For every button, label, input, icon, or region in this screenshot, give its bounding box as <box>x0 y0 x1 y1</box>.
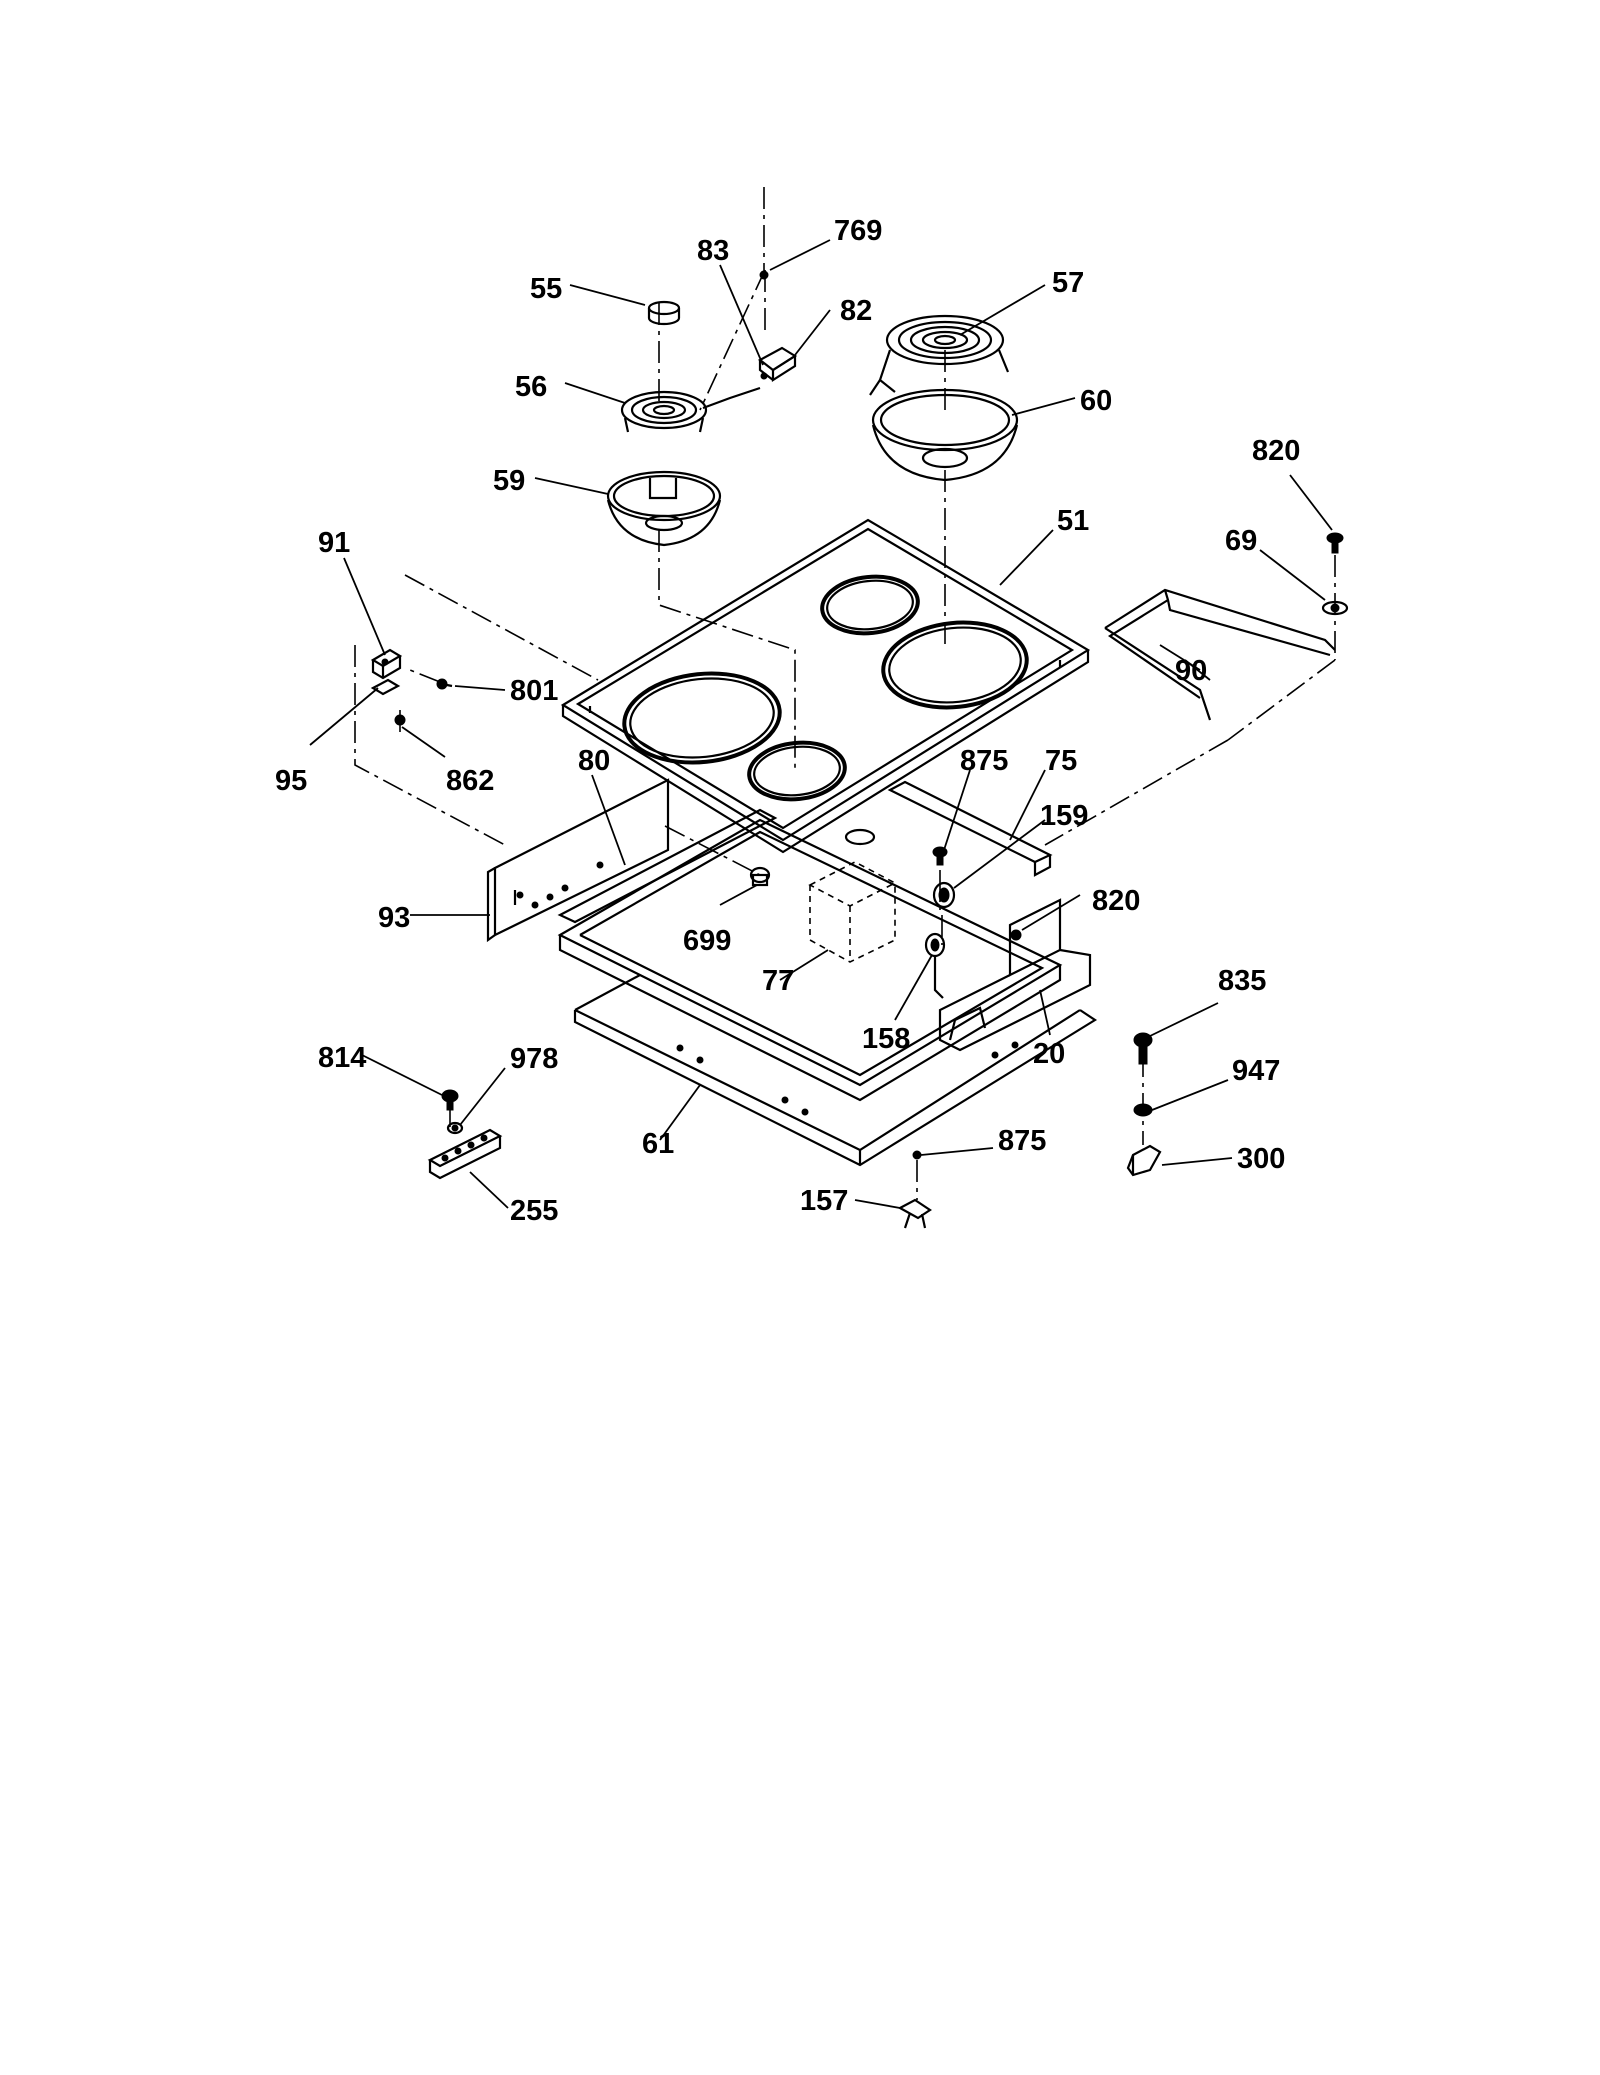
part-labels: 55 83 769 82 57 56 60 59 820 91 51 69 90… <box>275 215 1300 1227</box>
washer-947 <box>1133 1103 1153 1117</box>
label-814: 814 <box>318 1042 366 1074</box>
knob-55 <box>647 300 681 326</box>
burner-box-61 <box>557 818 1098 1167</box>
label-875-upper: 875 <box>960 745 1008 777</box>
assembly-lines <box>354 187 1336 1200</box>
label-80: 80 <box>578 745 610 777</box>
label-978: 978 <box>510 1043 558 1075</box>
label-820-top: 820 <box>1252 435 1300 467</box>
label-75: 75 <box>1045 745 1077 777</box>
drip-pan-59 <box>606 470 722 547</box>
bolt-835 <box>1133 1032 1153 1065</box>
label-55: 55 <box>530 273 562 305</box>
washer-978 <box>446 1121 464 1135</box>
foot-300 <box>1126 1144 1162 1177</box>
screw-769 <box>759 270 769 280</box>
clip-69 <box>1321 600 1349 616</box>
label-56: 56 <box>515 371 547 403</box>
rear-rail-75 <box>887 780 1053 877</box>
clip-158 <box>924 932 946 999</box>
screw-801 <box>436 678 453 690</box>
clip-159 <box>932 881 956 909</box>
label-91: 91 <box>318 527 350 559</box>
label-862: 862 <box>446 765 494 797</box>
leader-lines <box>309 239 1333 1209</box>
screw-862 <box>394 714 406 726</box>
label-51: 51 <box>1057 505 1089 537</box>
label-875-lower: 875 <box>998 1125 1046 1157</box>
label-93: 93 <box>378 902 410 934</box>
label-159: 159 <box>1040 800 1088 832</box>
clip-95 <box>370 678 401 696</box>
label-769: 769 <box>834 215 882 247</box>
label-77: 77 <box>762 965 794 997</box>
drip-pan-60 <box>871 388 1019 482</box>
bracket-91 <box>370 648 403 680</box>
bracket-20 <box>938 898 1092 1052</box>
label-157: 157 <box>800 1185 848 1217</box>
terminal-block-82 <box>757 346 798 383</box>
screw-820-lower <box>1010 929 1022 941</box>
screw-820-top <box>1326 532 1344 554</box>
large-surface-element-57 <box>869 314 1010 396</box>
cooktop-51 <box>560 518 1091 854</box>
label-59: 59 <box>493 465 525 497</box>
label-158: 158 <box>862 1023 910 1055</box>
label-57: 57 <box>1052 267 1084 299</box>
label-69: 69 <box>1225 525 1257 557</box>
label-60: 60 <box>1080 385 1112 417</box>
label-820-lower: 820 <box>1092 885 1140 917</box>
wire-harness-90 <box>1104 588 1336 721</box>
label-61: 61 <box>642 1128 674 1160</box>
control-box-77 <box>808 828 897 963</box>
front-panel-93 <box>486 778 670 943</box>
label-83: 83 <box>697 235 729 267</box>
screw-875-lower <box>912 1150 922 1160</box>
label-20: 20 <box>1033 1038 1065 1070</box>
screw-814 <box>441 1089 459 1111</box>
small-surface-element-56 <box>620 386 761 433</box>
trim-strip-80 <box>557 808 778 924</box>
clip-157 <box>897 1198 932 1229</box>
label-300: 300 <box>1237 1143 1285 1175</box>
label-947: 947 <box>1232 1055 1280 1087</box>
label-255: 255 <box>510 1195 558 1227</box>
label-95: 95 <box>275 765 307 797</box>
label-801: 801 <box>510 675 558 707</box>
label-699: 699 <box>683 925 731 957</box>
label-835: 835 <box>1218 965 1266 997</box>
label-90: 90 <box>1175 655 1207 687</box>
label-82: 82 <box>840 295 872 327</box>
screw-699 <box>749 866 771 887</box>
terminal-strip-255 <box>427 1128 503 1180</box>
